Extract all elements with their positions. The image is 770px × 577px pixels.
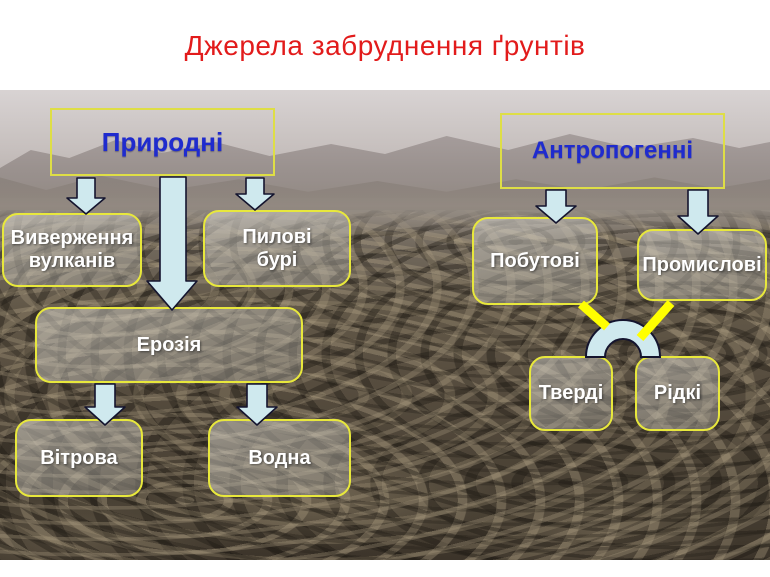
soil-photo-background: [0, 90, 770, 560]
node-erosion-label: Ерозія: [136, 333, 202, 356]
node-industrial: Промислові: [637, 229, 767, 301]
node-solid-waste: Тверді: [529, 356, 613, 431]
node-dust-label: Пилові бурі: [242, 225, 312, 271]
node-liquid-waste: Рідкі: [635, 356, 720, 431]
node-water-erosion: Водна: [208, 419, 351, 497]
node-dust-storms: Пилові бурі: [203, 210, 351, 287]
header-anthropogenic: Антропогенні: [500, 113, 725, 189]
slide-title: Джерела забруднення ґрунтів: [184, 30, 586, 61]
header-natural: Природні: [50, 108, 275, 176]
node-household: Побутові: [472, 217, 598, 305]
node-water-label: Водна: [248, 446, 311, 469]
node-volcanic-eruptions: Виверження вулканів: [2, 213, 142, 287]
node-volcanic-label: Виверження вулканів: [10, 227, 134, 272]
header-anthropogenic-label: Антропогенні: [531, 137, 694, 164]
node-household-label: Побутові: [490, 249, 580, 272]
header-natural-label: Природні: [101, 126, 224, 157]
node-wind-erosion: Вітрова: [15, 419, 143, 497]
node-liquid-label: Рідкі: [653, 382, 702, 404]
node-wind-label: Вітрова: [40, 446, 118, 469]
node-solid-label: Тверді: [538, 382, 604, 404]
node-industrial-label: Промислові: [642, 253, 762, 276]
node-erosion: Ерозія: [35, 307, 303, 383]
